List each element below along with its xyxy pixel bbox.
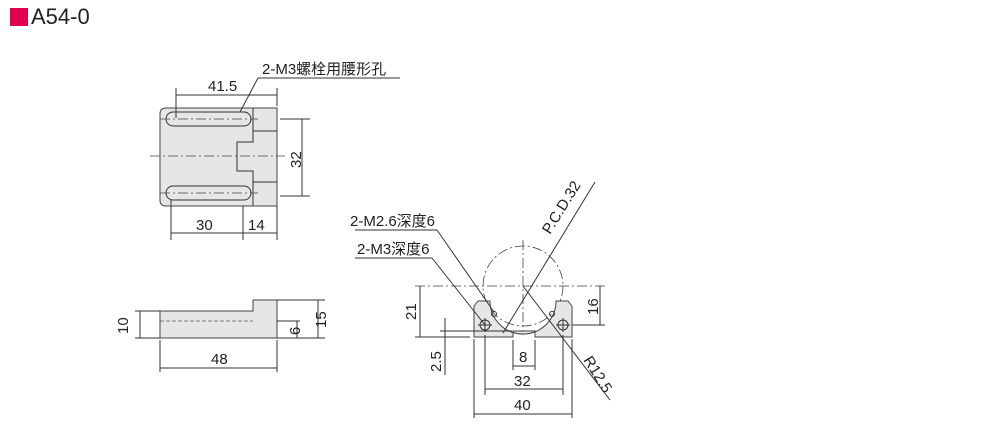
side-view: 10 6 15 48 bbox=[115, 299, 330, 372]
dim-32-front: 32 bbox=[514, 373, 531, 390]
dim-14: 14 bbox=[248, 217, 265, 234]
dim-6: 6 bbox=[287, 327, 304, 335]
dim-32-top: 32 bbox=[288, 151, 305, 168]
m26-note: 2-M2.6深度6 bbox=[350, 213, 435, 230]
dim-40: 40 bbox=[514, 397, 531, 414]
dim-30: 30 bbox=[196, 217, 213, 234]
dim-2-5: 2.5 bbox=[428, 351, 445, 372]
part-number: A54-0 bbox=[31, 4, 90, 29]
front-view: P.C.D.32 R12.5 2-M2.6深度6 2-M3深度6 21 2.5 … bbox=[350, 178, 615, 418]
slot-note: 2-M3螺栓用腰形孔 bbox=[262, 61, 386, 78]
dim-48: 48 bbox=[211, 351, 228, 368]
dim-8: 8 bbox=[519, 349, 527, 366]
dim-15: 15 bbox=[313, 311, 330, 328]
part-title: A54-0 bbox=[10, 4, 90, 30]
dim-21: 21 bbox=[403, 303, 420, 320]
dim-10: 10 bbox=[115, 317, 132, 334]
radius-label: R12.5 bbox=[580, 353, 616, 396]
top-view: 41.5 2-M3螺栓用腰形孔 32 30 14 bbox=[150, 61, 400, 240]
title-marker bbox=[10, 8, 28, 26]
dim-16: 16 bbox=[585, 298, 602, 315]
dim-41-5: 41.5 bbox=[208, 78, 237, 95]
pcd-label: P.C.D.32 bbox=[539, 178, 585, 237]
m3-note: 2-M3深度6 bbox=[357, 241, 430, 258]
